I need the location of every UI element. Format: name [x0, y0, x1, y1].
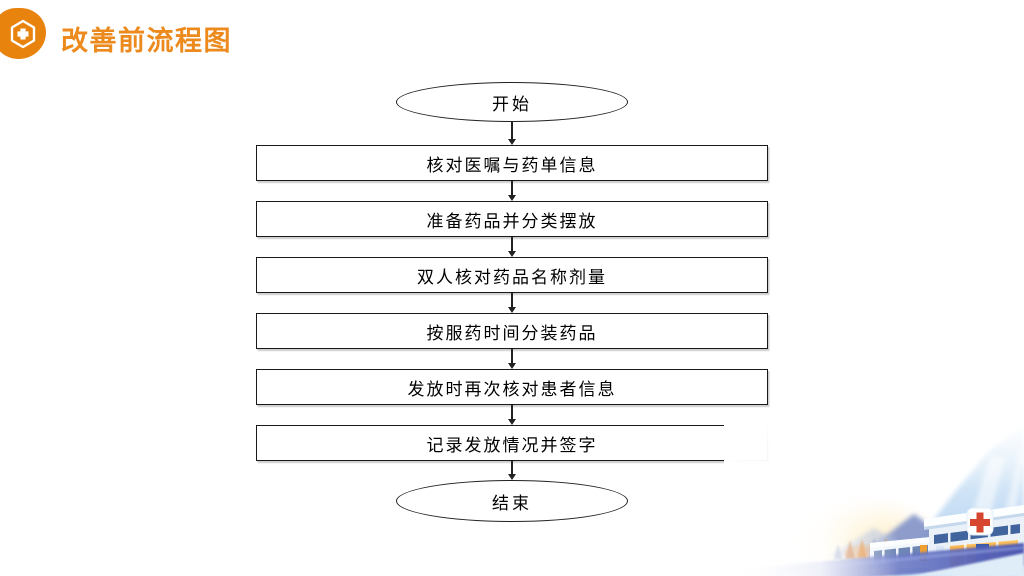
flow-arrow — [508, 461, 516, 480]
arrow-line — [511, 349, 513, 363]
process-box-6: 记录发放情况并签字 — [256, 425, 768, 461]
end-terminator: 结束 — [396, 480, 628, 522]
arrow-line — [511, 461, 513, 474]
arrow-line — [511, 293, 513, 307]
process-box-5: 发放时再次核对患者信息 — [256, 369, 768, 405]
snow-bank — [912, 553, 1024, 576]
arrow-line — [511, 237, 513, 251]
hexagon-medical-cross-icon — [0, 8, 46, 59]
arrow-head-icon — [508, 474, 516, 480]
arrow-head-icon — [508, 363, 516, 369]
arrow-head-icon — [508, 139, 516, 145]
process-box-1: 核对医嘱与药单信息 — [256, 145, 768, 181]
flow-arrow — [508, 349, 516, 369]
flow-arrow — [508, 405, 516, 425]
process-box-2: 准备药品并分类摆放 — [256, 201, 768, 237]
arrow-head-icon — [508, 419, 516, 425]
red-cross-sign-icon — [966, 507, 994, 536]
hospital-illustration — [724, 416, 1024, 576]
arrow-head-icon — [508, 195, 516, 201]
arrow-line — [511, 122, 513, 139]
process-box-3: 双人核对药品名称剂量 — [256, 257, 768, 293]
arrow-head-icon — [508, 307, 516, 313]
start-terminator: 开始 — [396, 82, 628, 122]
flow-arrow — [508, 122, 516, 145]
process-box-4: 按服药时间分装药品 — [256, 313, 768, 349]
arrow-line — [511, 405, 513, 419]
arrow-line — [511, 181, 513, 195]
arrow-head-icon — [508, 251, 516, 257]
flowchart: 开始 核对医嘱与药单信息 准备药品并分类摆放 双人核对药品名称剂量 按服药时间分… — [256, 82, 768, 522]
page-title: 改善前流程图 — [61, 26, 232, 56]
flow-arrow — [508, 293, 516, 313]
flow-arrow — [508, 181, 516, 201]
flow-arrow — [508, 237, 516, 257]
